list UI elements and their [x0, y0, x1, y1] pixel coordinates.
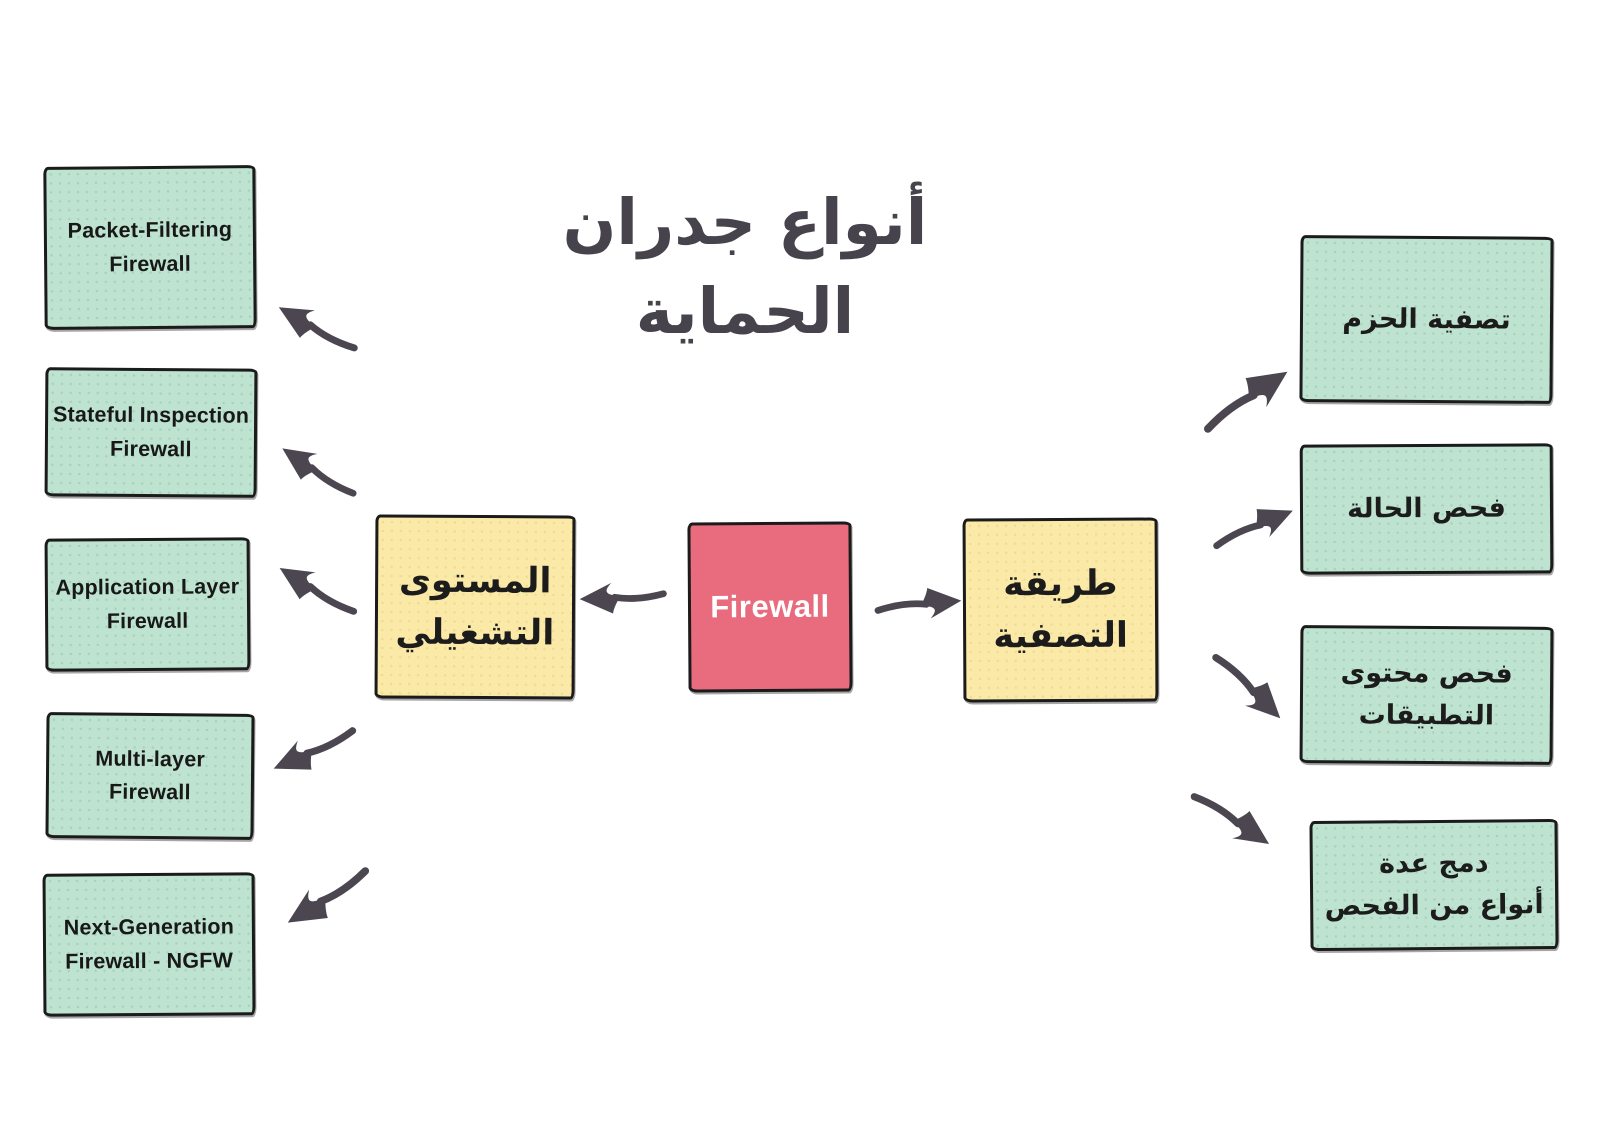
node-packet-filtering-ar: تصفية الحزم	[1299, 235, 1554, 404]
arrow-to-app-content-inspection-ar	[1203, 637, 1297, 734]
next-generation-line-1: Next-Generation	[63, 914, 235, 940]
arrow-to-next-generation	[276, 858, 383, 943]
arrow-to-state-inspection-ar	[1204, 490, 1302, 560]
node-firewall: Firewall	[687, 521, 853, 693]
stateful-inspection-line-2: Firewall	[109, 436, 192, 461]
filtering-method-line-2: التصفية	[993, 615, 1129, 657]
combined-inspection-line-1: دمج عدة	[1378, 847, 1489, 880]
operational-level-line-2: التشغيلي	[395, 612, 555, 654]
node-firewall-label: Firewall	[710, 588, 830, 625]
arrow-to-packet-filtering	[265, 290, 364, 373]
app-content-line-1: فحص محتوى	[1340, 657, 1513, 690]
arrow-firewall-to-filtering-method	[873, 580, 965, 625]
node-combined-inspection-ar: دمج عدة أنواع من الفحص	[1309, 818, 1559, 952]
stateful-inspection-line-1: Stateful Inspection	[52, 402, 250, 428]
packet-filtering-ar-line-1: تصفية الحزم	[1342, 302, 1511, 336]
application-layer-line-1: Application Layer	[55, 574, 240, 600]
node-app-content-inspection-ar: فحص محتوى التطبيقات	[1299, 625, 1554, 765]
arrow-to-multi-layer	[264, 717, 366, 789]
arrow-to-application-layer	[266, 551, 365, 636]
multi-layer-line-2: Firewall	[108, 779, 191, 805]
title-line-2: الحماية	[635, 275, 855, 349]
node-filtering-method: طريقة التصفية	[962, 517, 1159, 703]
node-operational-level: المستوى التشغيلي	[374, 514, 576, 700]
node-application-layer-firewall: Application Layer Firewall	[44, 537, 251, 672]
multi-layer-line-1: Multi-layer	[95, 746, 206, 772]
node-stateful-inspection-firewall: Stateful Inspection Firewall	[44, 367, 258, 498]
node-next-generation-firewall: Next-Generation Firewall - NGFW	[42, 872, 256, 1017]
arrow-firewall-to-operational-level	[577, 580, 667, 620]
node-packet-filtering-firewall: Packet-Filtering Firewall	[43, 165, 257, 330]
state-inspection-ar-line-1: فحص الحالة	[1346, 492, 1507, 525]
arrow-to-packet-filtering-ar	[1187, 350, 1303, 444]
node-state-inspection-ar: فحص الحالة	[1299, 443, 1554, 575]
application-layer-line-2: Firewall	[106, 608, 189, 633]
diagram-title: أنواع جدران الحماية	[495, 178, 995, 357]
arrow-to-combined-inspection-ar	[1183, 773, 1283, 861]
next-generation-line-2: Firewall - NGFW	[65, 947, 234, 974]
combined-inspection-line-2: أنواع من الفحص	[1324, 889, 1544, 922]
packet-filtering-line-1: Packet-Filtering	[67, 217, 233, 243]
node-multi-layer-firewall: Multi-layer Firewall	[45, 712, 255, 840]
arrow-to-stateful-inspection	[268, 431, 364, 516]
title-line-1: أنواع جدران	[562, 186, 928, 259]
operational-level-line-1: المستوى	[398, 560, 552, 601]
app-content-line-2: التطبيقات	[1358, 699, 1495, 732]
packet-filtering-line-2: Firewall	[109, 251, 192, 276]
filtering-method-line-1: طريقة	[1003, 563, 1118, 604]
